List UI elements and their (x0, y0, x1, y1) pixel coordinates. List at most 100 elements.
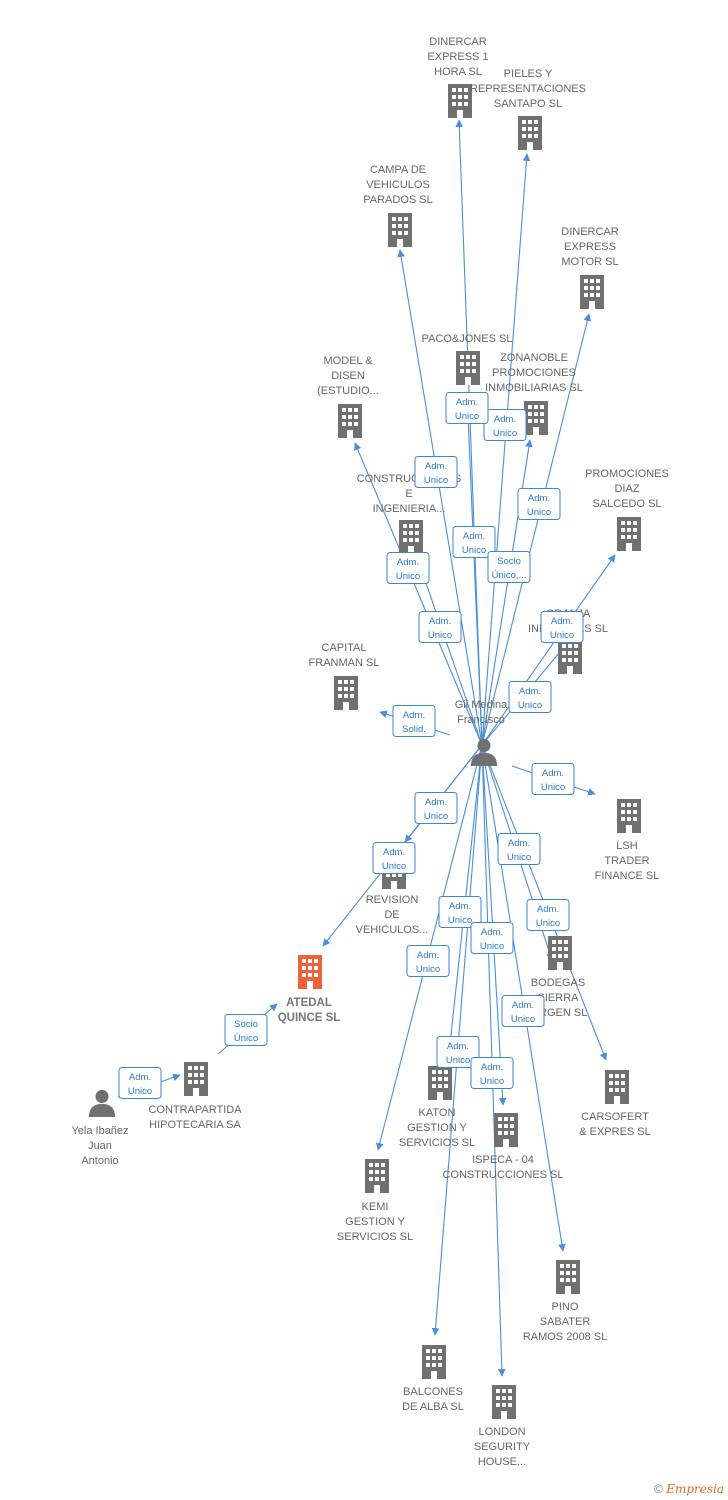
role-badge-dinercar-motor[interactable]: Adm.Unico (517, 488, 561, 520)
role-badge-katon[interactable]: Adm.Unico (438, 896, 482, 928)
role-badge-box (483, 409, 527, 441)
node-label: CONTRAPARTIDA (148, 1104, 242, 1116)
role-badge-model-disen[interactable]: Adm.Unico (386, 552, 430, 584)
role-badge-box (526, 899, 570, 931)
role-badge-pacojones[interactable]: Adm. Unico (452, 526, 496, 558)
role-text: Único,... (492, 570, 527, 581)
node-pacojones[interactable]: PACO&JONES SL (422, 333, 513, 385)
node-label: SALCEDO SL (592, 498, 661, 510)
node-capital-franman[interactable]: CAPITAL FRANMAN SL (309, 642, 380, 710)
node-label: & EXPRES SL (579, 1126, 651, 1138)
role-badge-atedal[interactable]: Adm.Unico (372, 842, 416, 874)
role-badge-revision[interactable]: Adm.Unico (414, 792, 458, 824)
role-badge-kemi[interactable]: Adm.Unico (406, 945, 450, 977)
role-badge-lsh[interactable]: Adm.Unico (531, 763, 575, 795)
role-badge-london[interactable]: Adm.Unico (470, 1057, 514, 1089)
node-contrapartida[interactable]: CONTRAPARTIDA HIPOTECARIA SA (148, 1062, 242, 1131)
role-text: Adm. (129, 1072, 151, 1083)
role-badge-box (487, 551, 531, 583)
person-icon (88, 1089, 116, 1117)
role-badge-construcciones[interactable]: Adm.Unico (418, 611, 462, 643)
node-label: Gil Medina (455, 699, 508, 711)
footer-brand[interactable]: © Empresia (654, 1482, 724, 1496)
role-text: Unico (128, 1086, 152, 1097)
node-carsofert[interactable]: CARSOFERT& EXPRES SL (579, 1070, 651, 1138)
node-label: MOTOR SL (561, 256, 618, 268)
node-london[interactable]: LONDONSEGURITYHOUSE... (474, 1385, 531, 1468)
role-badge-box (418, 611, 462, 643)
role-text: Adm. (425, 461, 447, 472)
node-label: DINERCAR (561, 226, 619, 238)
role-badge-gran-inmob[interactable]: Adm.Unico (508, 681, 552, 713)
building-icon (558, 640, 582, 674)
role-badge-box (392, 705, 436, 737)
role-badge-bodegas[interactable]: Adm.Unico (497, 833, 541, 865)
building-icon (334, 676, 358, 710)
role-badge-capital-franman[interactable]: Adm.Solid. (392, 705, 436, 737)
role-badge-promociones-diaz[interactable]: Adm.Unico (540, 611, 584, 643)
node-label: GESTION Y (345, 1216, 405, 1228)
node-label: HIPOTECARIA SA (149, 1119, 241, 1131)
node-label: KATON (419, 1107, 456, 1119)
node-label: PROMOCIONES (585, 468, 669, 480)
node-label: (ESTUDIO... (317, 385, 379, 397)
node-label: FRANMAN SL (309, 657, 380, 669)
node-label: E (405, 488, 412, 500)
role-text: Adm. (481, 1062, 503, 1073)
node-label: LSH (616, 840, 637, 852)
role-text: Adm. (429, 616, 451, 627)
role-badge-balcones[interactable]: Adm.Unico (436, 1036, 480, 1068)
node-label: INGENIERIA... (373, 503, 446, 515)
role-text: Unico (448, 915, 472, 926)
role-badge-zonanoble[interactable]: SocioÚnico,... (487, 551, 531, 583)
node-label: PINO (552, 1301, 579, 1313)
role-text: Unico (536, 918, 560, 929)
building-icon (388, 213, 412, 247)
role-badge-box (501, 995, 545, 1027)
role-badge-campa[interactable]: Adm.Unico (445, 392, 489, 424)
role-badge-box (508, 681, 552, 713)
node-revision[interactable]: REVISIONDEVEHICULOS... (356, 855, 429, 936)
role-text: Adm. (417, 950, 439, 961)
role-text: Adm. (463, 531, 485, 542)
role-badge-box (224, 1014, 268, 1046)
role-badge-box (452, 526, 496, 558)
role-text: Adm. (512, 1000, 534, 1011)
node-label: CAPITAL (321, 642, 366, 654)
node-label: HOUSE... (478, 1456, 526, 1468)
role-text: Unico (507, 852, 531, 863)
node-label: SERVICIOS SL (337, 1231, 413, 1243)
building-icon (184, 1062, 208, 1096)
role-text: Unico (511, 1014, 535, 1025)
role-badge-box (470, 1057, 514, 1089)
node-label: GESTION Y (407, 1122, 467, 1134)
role-badge-dinercar-express-1[interactable]: Adm.Unico (414, 456, 458, 488)
role-badge-ispeca[interactable]: Adm.Unico (470, 922, 514, 954)
role-badge-box (540, 611, 584, 643)
role-badge-pino[interactable]: Adm. Unico (501, 995, 545, 1027)
role-badge-pieles[interactable]: Adm.Unico (483, 409, 527, 441)
node-label: Juan (88, 1140, 112, 1152)
role-badge-contrapartida-from-yela[interactable]: Adm. Unico (118, 1067, 162, 1099)
node-model-disen[interactable]: MODEL &DISEN(ESTUDIO... (317, 355, 379, 438)
edge-construcciones (416, 559, 483, 746)
node-label: Francisco (457, 714, 505, 726)
role-text: Unico (462, 545, 486, 556)
role-badge-carsofert[interactable]: Adm.Unico (526, 899, 570, 931)
